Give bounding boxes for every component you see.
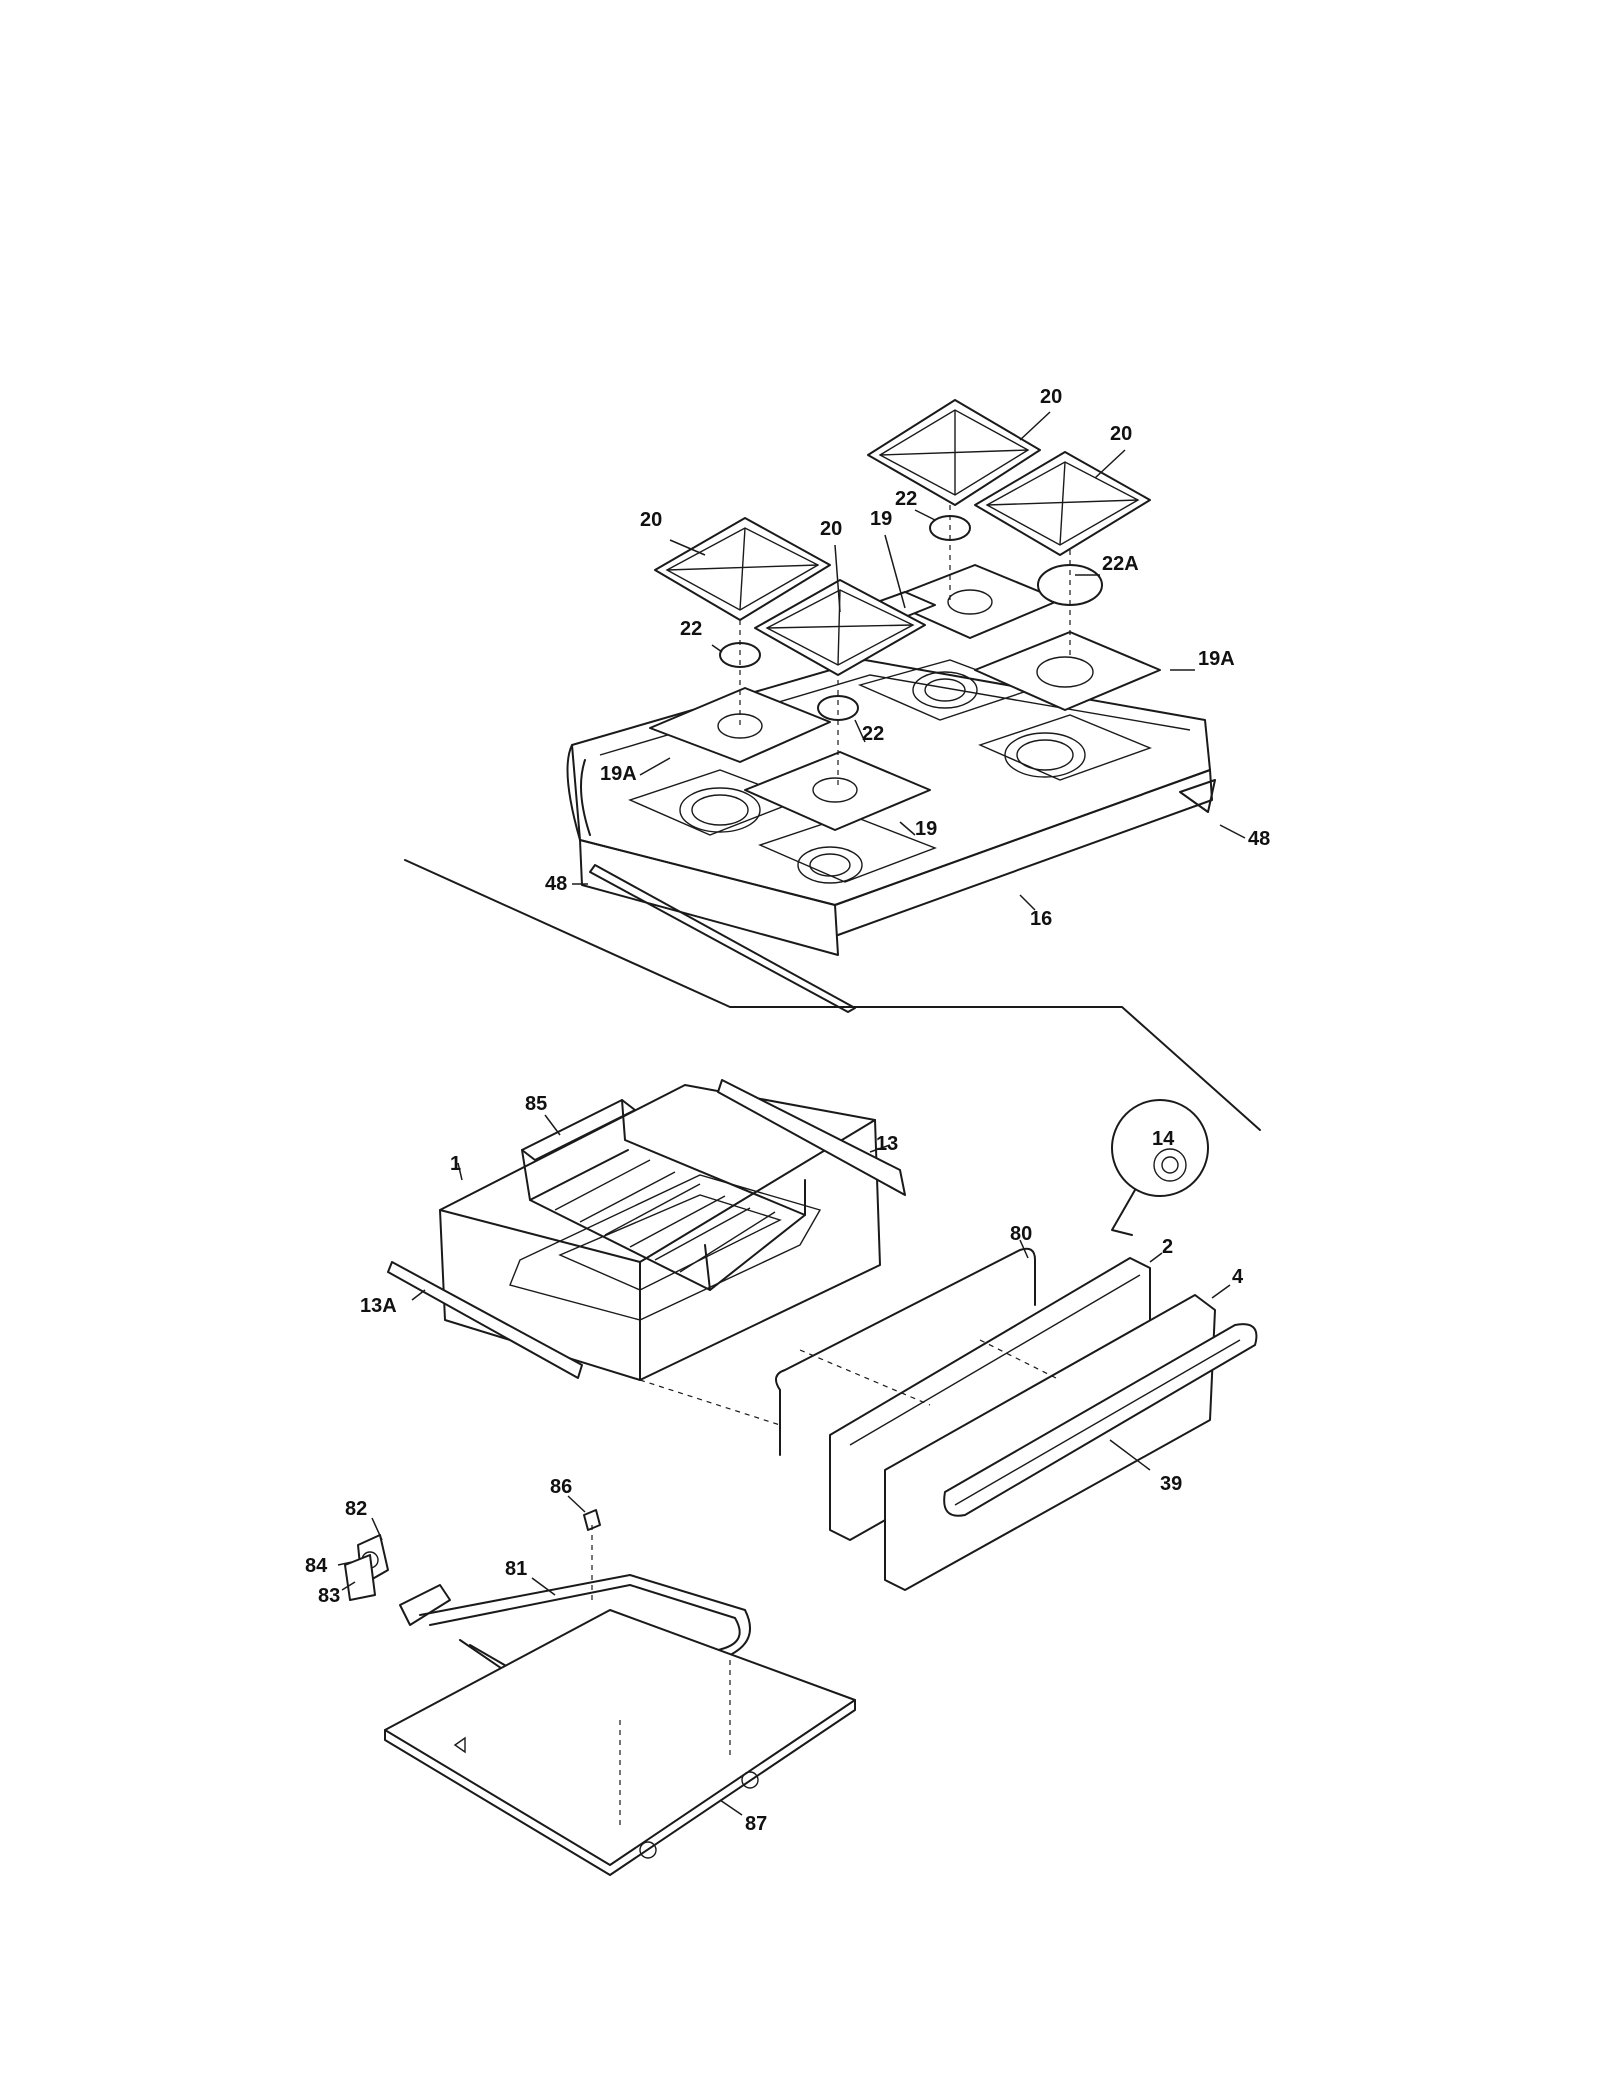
knob-detail-callout [1111, 1099, 1209, 1236]
drawer-gasket [775, 1247, 1036, 1456]
label-trim-left: 48 [545, 873, 567, 895]
label-clip: 86 [550, 1476, 572, 1498]
part-number-labels: 20 20 20 20 19 22 22A 22 19A 22 19A 19 4… [305, 386, 1270, 1835]
label-cooktop: 16 [1030, 908, 1052, 930]
label-grate-center: 20 [820, 518, 842, 540]
label-gasket-right-a: 19A [1198, 648, 1235, 670]
label-cap-top: 22 [895, 488, 917, 510]
clip-part [583, 1509, 601, 1605]
label-element-bracket: 82 [345, 1498, 367, 1520]
label-gasket-center: 19 [870, 508, 892, 530]
label-grate-left: 20 [640, 509, 662, 531]
bottom-panel [384, 1609, 856, 1876]
label-cap-left: 22 [680, 618, 702, 640]
label-knob-detail: 14 [1152, 1128, 1175, 1150]
burner-grates [654, 399, 1151, 676]
broiler-rack [521, 1099, 806, 1291]
label-grate-top-right: 20 [1110, 423, 1132, 445]
label-gasket-left-a: 19A [600, 763, 637, 785]
label-bake-element: 81 [505, 1558, 527, 1580]
label-bottom-panel: 87 [745, 1813, 767, 1835]
cooktop-assembly [566, 659, 1216, 1013]
drawer-body [439, 1084, 881, 1381]
drawer-panel [884, 1294, 1258, 1591]
leader-lines [337, 411, 1246, 1816]
label-gasket-drawer: 80 [1010, 1223, 1032, 1245]
label-trim-right: 48 [1248, 828, 1270, 850]
label-slide-left: 13A [360, 1295, 397, 1317]
cooktop-alignment-lines [739, 495, 1071, 790]
label-cap-center: 22 [862, 723, 884, 745]
label-cap-large: 22A [1102, 553, 1139, 575]
drawer-alignment-lines [639, 1339, 1061, 1426]
label-handle: 39 [1160, 1473, 1182, 1495]
label-rack: 85 [525, 1093, 547, 1115]
label-gasket-front: 19 [915, 818, 937, 840]
label-bracket-clip: 83 [318, 1585, 340, 1607]
element-bracket-assembly [344, 1534, 451, 1626]
section-divider-line [404, 859, 1261, 1131]
label-drawer-body: 1 [450, 1153, 461, 1175]
drawer-slides [387, 1079, 906, 1379]
label-terminal-block: 84 [305, 1555, 328, 1577]
label-drawer-panel: 4 [1232, 1266, 1244, 1288]
label-drawer-front: 2 [1162, 1236, 1173, 1258]
label-slide-right: 13 [876, 1133, 898, 1155]
label-grate-top-left: 20 [1040, 386, 1062, 408]
